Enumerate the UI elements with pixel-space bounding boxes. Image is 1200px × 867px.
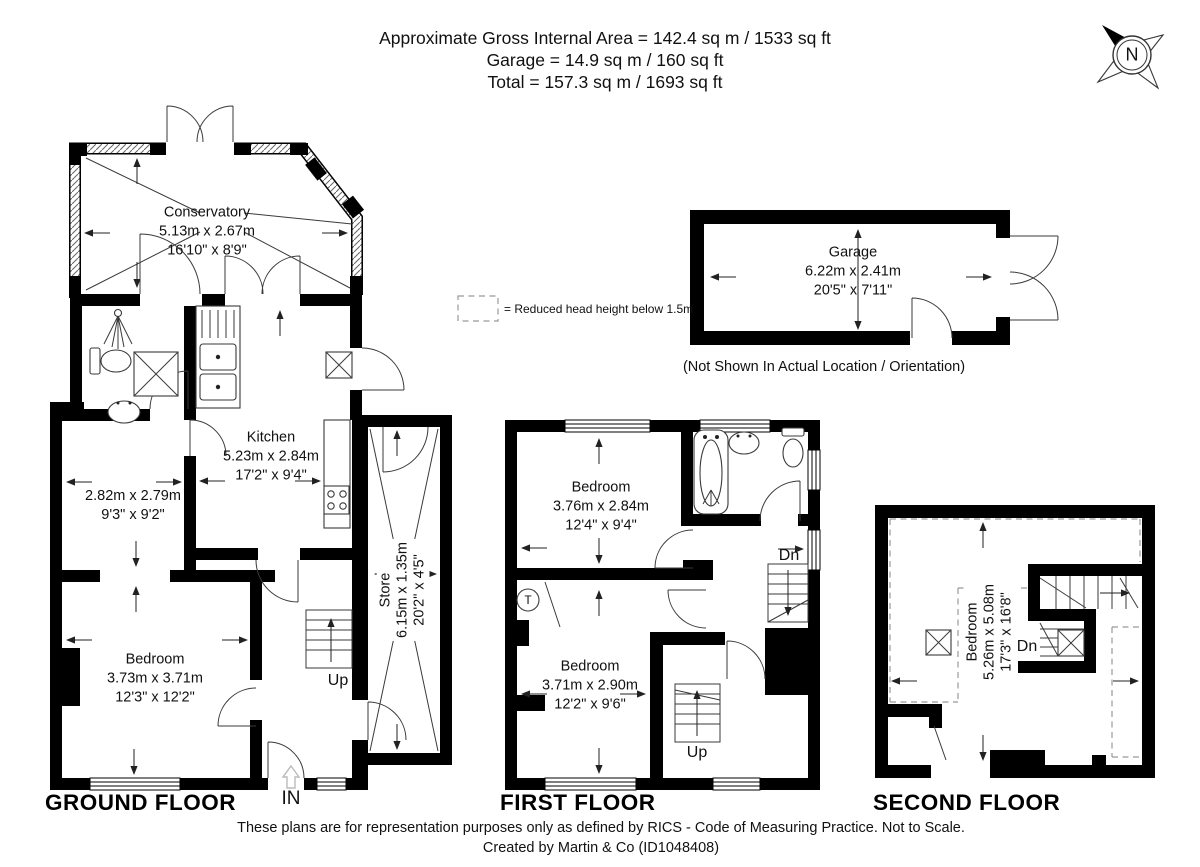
closet-door-leaf [933,725,947,761]
first-floor-windows [544,419,821,791]
cupboard-icon [325,351,353,379]
bath-icon [693,429,729,515]
skylight-icon [925,629,952,656]
legend-swatch [457,295,499,322]
second-floor-title: SECOND FLOOR [873,790,1061,815]
room-label-conservatory: Conservatory 5.13m x 2.67m 16'10" x 8'9" [159,204,255,259]
legend-label: = Reduced head height below 1.5m [504,302,694,316]
basin-icon [728,431,760,455]
toilet-icon [89,347,132,375]
garage-area: Garage = 14.9 sq m / 160 sq ft [486,50,724,70]
entrance-label: IN [281,788,301,809]
first-stairs-down-label: Dn [778,547,800,564]
conservatory-glazing [69,105,365,298]
basin-icon [107,400,141,424]
ground-stairs-up-label: Up [327,672,349,689]
first-floor-doors [544,480,801,680]
ground-floor-walls [50,294,452,790]
shower-tray-icon [133,351,179,397]
hob-icon [323,419,351,529]
garage-plan [690,210,1059,345]
room-label-kitchen: Kitchen 5.23m x 2.84m 17'2" x 9'4" [223,429,319,484]
ground-stairs-up [305,609,353,669]
toilet-icon [781,427,805,468]
ground-floor-plan [50,105,452,791]
ground-floor-title: GROUND FLOOR [45,790,236,815]
room-label-first-bedroom2: Bedroom 3.71m x 2.90m 12'2" x 9'6" [542,658,638,713]
gross-internal-area: Approximate Gross Internal Area = 142.4 … [379,28,831,48]
second-stairs-down-label: Dn [1016,638,1038,655]
disclaimer: These plans are for representation purpo… [237,818,965,858]
tank-label: T [524,593,532,607]
room-label-store: Store 6.15m x 1.35m 20'2" x 4'5" [376,539,430,641]
second-floor-plan [875,505,1155,778]
kitchen-sink-icon [195,305,241,409]
disclaimer-line2: Created by Martin & Co (ID1048408) [482,840,720,856]
total-area: Total = 157.3 sq m / 1693 sq ft [487,72,723,92]
disclaimer-line1: These plans are for representation purpo… [237,820,965,836]
garage-doors [911,235,1059,339]
tank-icon [516,588,540,612]
first-floor-walls [505,420,820,790]
room-label-ground-bedroom: Bedroom 3.73m x 3.71m 12'3" x 12'2" [107,651,203,706]
garage-walls [690,210,1010,345]
garage-note: (Not Shown In Actual Location / Orientat… [682,359,966,375]
first-floor-title: FIRST FLOOR [500,790,656,815]
second-stairs-down [1039,576,1139,657]
room-label-second-bedroom: Bedroom 5.26m x 5.08m 17'3" x 16'8" [963,581,1017,683]
compass-north-label: N [1125,44,1139,65]
room-label-garage: Garage 6.22m x 2.41m 20'5" x 7'11" [805,244,901,299]
second-floor-walls [875,505,1155,778]
room-label-first-bedroom1: Bedroom 3.76m x 2.84m 12'4" x 9'4" [553,479,649,534]
room-label-reception: 2.82m x 2.79m 9'3" x 9'2" [85,488,181,523]
area-summary: Approximate Gross Internal Area = 142.4 … [379,27,831,93]
first-stairs-up [674,683,721,743]
compass-icon [1096,25,1165,90]
first-stairs-down [767,563,809,623]
garage-dim-arrows [709,228,993,331]
first-stairs-up-label: Up [686,744,708,761]
entrance-arrow-icon [281,764,301,789]
first-floor-plan [505,419,821,791]
ground-floor-windows [89,777,347,791]
